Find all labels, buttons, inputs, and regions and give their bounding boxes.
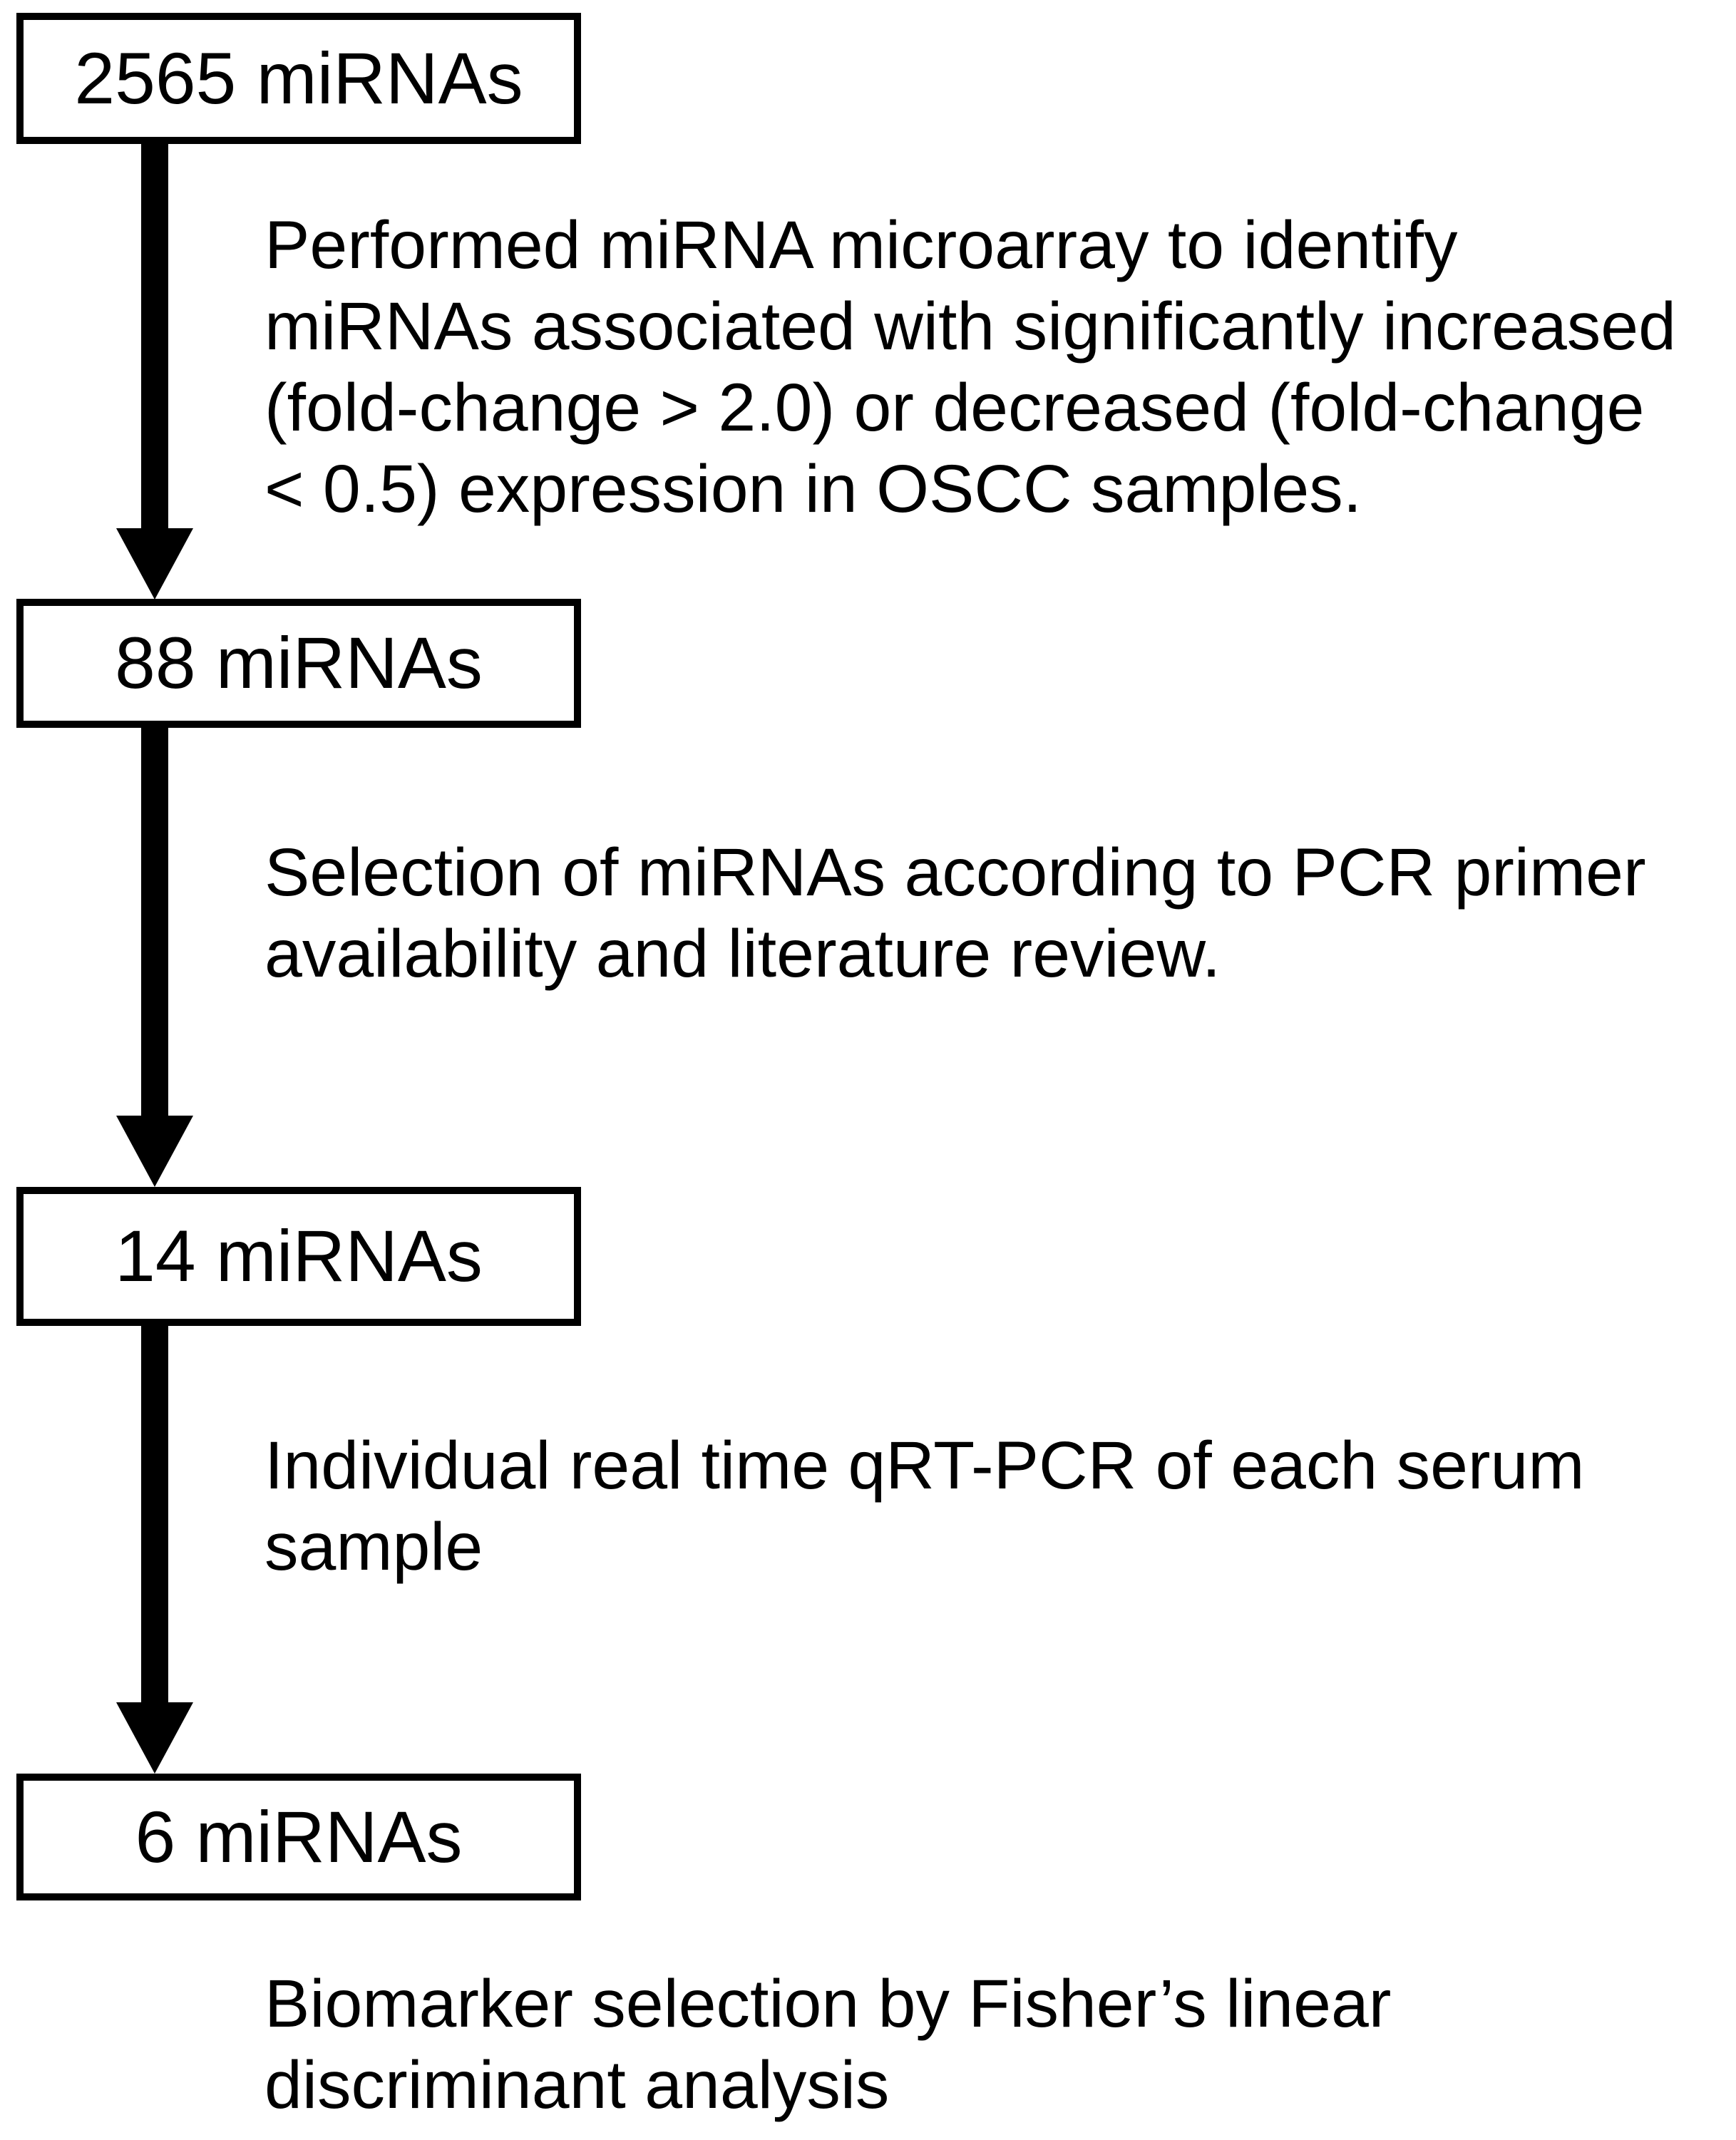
step-line: sample xyxy=(264,1509,483,1585)
flow-box-2565-mirnas: 2565 miRNAs xyxy=(16,13,581,144)
step-text-qrtpcr: Individual real time qRT-PCR of each ser… xyxy=(264,1425,1585,1588)
step-line: Individual real time qRT-PCR of each ser… xyxy=(264,1428,1585,1503)
step-line: < 0.5) expression in OSCC samples. xyxy=(264,451,1362,527)
step-text-fisher-lda: Biomarker selection by Fisher’s linear d… xyxy=(264,1963,1391,2126)
flow-box-label: 14 miRNAs xyxy=(115,1215,483,1297)
step-line: Performed miRNA microarray to identify xyxy=(264,207,1458,283)
flow-box-6-mirnas: 6 miRNAs xyxy=(16,1774,581,1900)
flow-box-label: 6 miRNAs xyxy=(135,1796,463,1878)
flow-arrow-3 xyxy=(116,1324,193,1774)
flow-arrow-2 xyxy=(116,726,193,1187)
step-text-microarray: Performed miRNA microarray to identify m… xyxy=(264,205,1676,530)
step-line: (fold-change > 2.0) or decreased (fold-c… xyxy=(264,370,1645,446)
step-line: Selection of miRNAs according to PCR pri… xyxy=(264,835,1646,910)
flow-box-14-mirnas: 14 miRNAs xyxy=(16,1187,581,1326)
arrow-shaft xyxy=(141,726,168,1116)
arrow-head-icon xyxy=(116,1702,193,1774)
flow-arrow-1 xyxy=(116,143,193,600)
arrow-head-icon xyxy=(116,1116,193,1187)
arrow-shaft xyxy=(141,143,168,528)
arrow-shaft xyxy=(141,1324,168,1702)
step-line: availability and literature review. xyxy=(264,916,1221,992)
flow-box-label: 2565 miRNAs xyxy=(74,37,523,119)
step-line: miRNAs associated with significantly inc… xyxy=(264,289,1676,364)
flow-box-88-mirnas: 88 miRNAs xyxy=(16,599,581,728)
flow-box-label: 88 miRNAs xyxy=(115,622,483,704)
step-line: discriminant analysis xyxy=(264,2047,890,2123)
step-text-primer-selection: Selection of miRNAs according to PCR pri… xyxy=(264,832,1646,994)
step-line: Biomarker selection by Fisher’s linear xyxy=(264,1966,1392,2042)
arrow-head-icon xyxy=(116,528,193,600)
